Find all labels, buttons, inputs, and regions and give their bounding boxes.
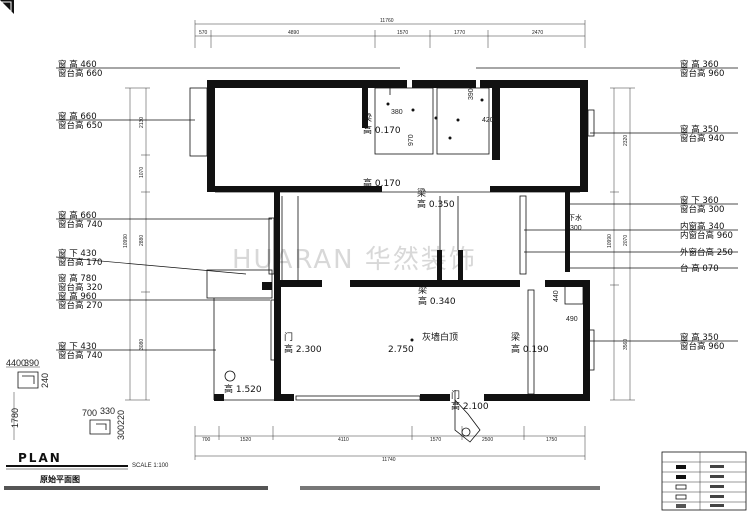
beam-label-3: 梁 (417, 187, 426, 199)
top-dim-5: 2470 (532, 30, 543, 36)
watermark: HUARAN 华然装饰 (232, 245, 477, 275)
right-note-7a: 窗 高 350 (680, 332, 719, 343)
dim-440: 440 (553, 290, 560, 302)
bottom-dim-3: 4110 (338, 437, 349, 443)
left-window-notes: 窗 高 460 窗台高 660 窗 高 660 窗台高 650 窗 高 660 … (55, 59, 400, 361)
walls (207, 80, 590, 401)
bottom-dim-2: 1520 (240, 437, 251, 443)
left-dim-1: 2130 (139, 117, 145, 128)
top-dimension-lines (194, 20, 586, 48)
detail-dim-240: 240 (40, 373, 50, 388)
right-note-3a: 窗 下 360 (680, 195, 719, 206)
interior-lines (189, 80, 595, 401)
side-dimension-lines (125, 87, 635, 401)
top-dim-1: 570 (199, 30, 208, 36)
top-dim-4: 1770 (454, 30, 465, 36)
beam-label-5: 梁 (511, 331, 520, 343)
plan-subtitle: 原始平面图 (40, 474, 80, 484)
left-dim-3: 2880 (139, 235, 145, 246)
left-note-5b: 窗台高 320 (58, 282, 102, 293)
left-note-2b: 窗台高 650 (58, 120, 102, 131)
right-note-6a: 台 高 070 (680, 263, 719, 274)
left-note-4b: 窗台高 170 (58, 257, 102, 268)
drain-label: 下水 (568, 213, 582, 222)
detail-dim-300220: 300220 (116, 410, 126, 440)
detail-dim-1780: 1780 (10, 408, 20, 428)
ceiling-label: 灰墙白顶 (422, 331, 458, 343)
right-dim-1: 2320 (623, 135, 629, 146)
bottom-dimension-lines (194, 426, 586, 460)
bottom-dim-5: 2500 (482, 437, 493, 443)
dim-380: 380 (391, 109, 403, 116)
right-dim-3: 3560 (623, 339, 629, 350)
right-note-1a: 窗 高 360 (680, 59, 719, 70)
legend-table (661, 451, 747, 511)
left-note-7b: 窗台高 740 (58, 350, 102, 361)
right-dim-2: 2070 (623, 235, 629, 246)
right-note-2b: 窗台高 940 (680, 133, 724, 144)
right-note-3b: 窗台高 300 (680, 204, 724, 215)
door-height-2: 高 2.100 (451, 400, 489, 412)
title-block: PLAN SCALE 1:100 原始平面图 (4, 451, 600, 490)
left-note-7a: 窗 下 430 (58, 341, 97, 352)
left-note-2a: 窗 高 660 (58, 111, 97, 122)
right-dim-total: 10990 (607, 234, 613, 248)
right-note-2a: 窗 高 350 (680, 124, 719, 135)
door-height-1: 高 2.300 (284, 343, 322, 355)
bottom-dim-1: 700 (202, 437, 211, 443)
beam-height-1: 高 0.170 (363, 124, 401, 136)
beam-height-4: 高 0.340 (418, 295, 456, 307)
bottom-dim-4: 1570 (430, 437, 441, 443)
entry-door-symbol (454, 390, 481, 443)
detail-sketches: 4400 390 240 1780 700 330 300220 (6, 358, 126, 440)
beam-height-6: 高 1.520 (224, 383, 262, 395)
left-note-6b: 窗台高 270 (58, 300, 102, 311)
left-dim-4: 3080 (139, 339, 145, 350)
right-window-notes: 窗 高 360 窗台高 960 窗 高 350 窗台高 940 窗 下 360 … (476, 59, 738, 352)
top-dim-2: 4890 (288, 30, 299, 36)
left-note-1a: 窗 高 460 (58, 59, 97, 70)
beam-height-2: 高 0.170 (363, 177, 401, 189)
dim-300: 300 (570, 225, 582, 232)
fixture-points (224, 98, 484, 382)
dim-490: 490 (566, 316, 578, 323)
right-note-4a: 内窗高 340 (680, 221, 724, 232)
detail-dim-330: 330 (100, 406, 115, 416)
corner-logo-icon (0, 0, 14, 14)
dim-420: 420 (482, 117, 494, 124)
detail-dim-700: 700 (82, 408, 97, 418)
dim-390: 390 (468, 88, 475, 100)
beam-height-3: 高 0.350 (417, 198, 455, 210)
top-total-dim: 11760 (380, 18, 394, 24)
beam-label-4: 梁 (418, 284, 427, 296)
left-note-3a: 窗 高 660 (58, 210, 97, 221)
beam-label-1: 梁 (363, 112, 372, 124)
detail-dim-4400: 4400 (6, 358, 26, 368)
left-dim-2: 1070 (139, 167, 145, 178)
left-note-6a: 窗 高 960 (58, 291, 97, 302)
plan-title: PLAN (18, 451, 62, 465)
right-note-4b: 内窗台高 960 (680, 230, 733, 241)
door-label-2: 门 (451, 389, 460, 401)
left-note-3b: 窗台高 740 (58, 219, 102, 230)
left-note-5a: 窗 高 780 (58, 273, 97, 284)
detail-dim-390: 390 (24, 358, 39, 368)
right-note-5a: 外窗台高 250 (680, 247, 733, 258)
bottom-dim-6: 1750 (546, 437, 557, 443)
bottom-total-dim: 11740 (382, 457, 396, 463)
left-note-1b: 窗台高 660 (58, 68, 102, 79)
left-dim-total: 10990 (123, 234, 129, 248)
beam-height-5: 高 0.190 (511, 343, 549, 355)
right-note-7b: 窗台高 960 (680, 341, 724, 352)
plan-scale: SCALE 1:100 (132, 463, 169, 469)
right-note-1b: 窗台高 960 (680, 68, 724, 79)
door-label-1: 门 (284, 331, 293, 343)
dim-970: 970 (408, 134, 415, 146)
ceiling-height: 2.750 (388, 345, 414, 355)
top-dim-3: 1570 (397, 30, 408, 36)
left-note-4a: 窗 下 430 (58, 248, 97, 259)
